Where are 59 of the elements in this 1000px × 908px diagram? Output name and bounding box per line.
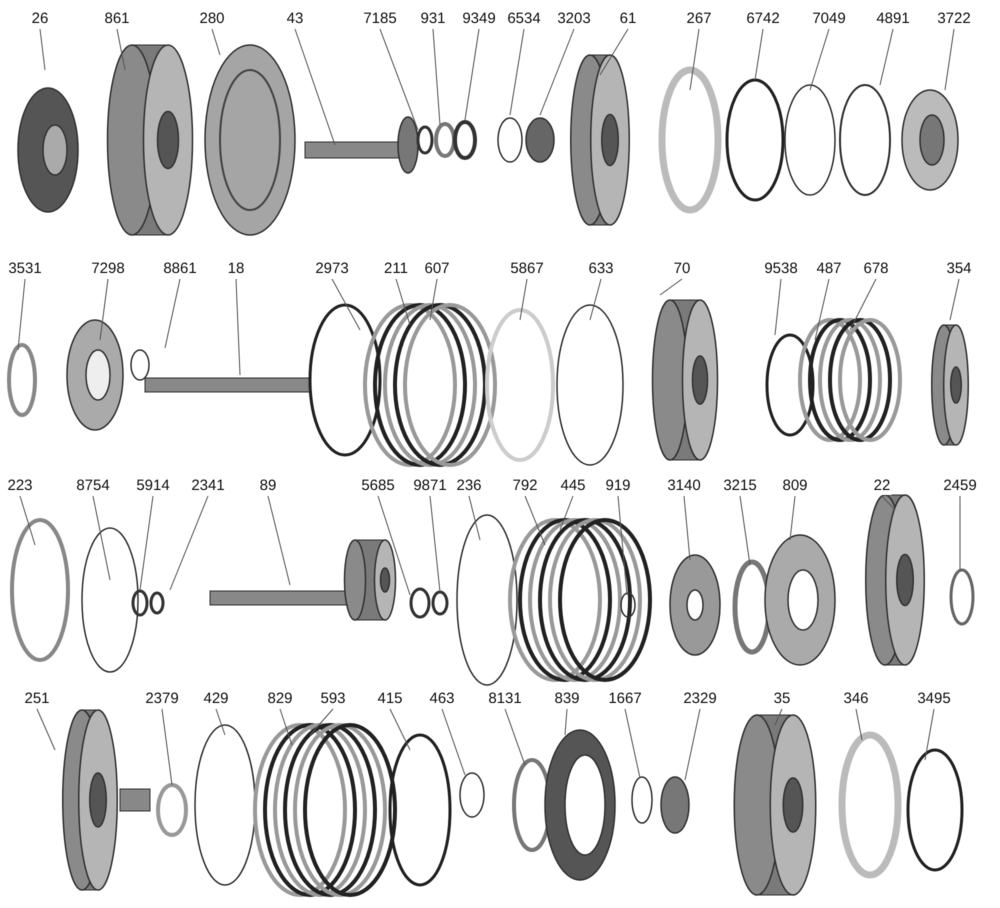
leader-line <box>294 28 336 146</box>
leader-line <box>396 278 410 326</box>
leader-line <box>332 278 360 330</box>
leader-line <box>684 496 690 560</box>
leader-line <box>856 708 862 740</box>
leader-line <box>754 28 764 80</box>
leader-line <box>690 28 700 90</box>
leader-line <box>432 28 440 126</box>
leader-line <box>774 708 782 726</box>
leader-line <box>100 278 108 340</box>
leader-line <box>236 278 240 376</box>
leader-line <box>510 28 524 116</box>
leader-line <box>162 708 172 786</box>
leader-line <box>268 496 290 586</box>
leader-line <box>310 708 334 736</box>
leader-line <box>92 496 110 580</box>
leader-line <box>774 278 782 336</box>
leader-line <box>468 496 480 540</box>
leader-line <box>212 28 220 56</box>
leader-line <box>40 28 46 70</box>
leader-line <box>378 496 410 596</box>
leader-line <box>390 708 410 750</box>
leader-line <box>740 496 750 566</box>
leader-line <box>810 28 830 90</box>
leader-line <box>564 708 568 736</box>
leader-line <box>280 708 292 746</box>
leader-line <box>164 278 180 348</box>
leader-line <box>684 708 700 780</box>
leader-line <box>944 28 954 90</box>
leader-line <box>430 278 438 320</box>
leader-line <box>524 496 546 546</box>
leader-line <box>618 496 628 596</box>
leader-line <box>464 28 480 120</box>
callout-number: 22 <box>872 477 892 495</box>
leader-line <box>504 708 526 766</box>
leader-line <box>430 496 440 592</box>
leader-line <box>950 278 960 320</box>
leader-line <box>442 708 466 776</box>
leader-line <box>540 28 574 116</box>
leader-line <box>560 496 574 530</box>
leader-line <box>520 278 528 320</box>
leader-line <box>624 708 640 778</box>
leader-line <box>600 28 628 76</box>
leader-line <box>924 708 934 760</box>
leader-line <box>790 496 796 540</box>
leader-line <box>36 708 56 750</box>
leader-line <box>116 28 126 70</box>
leader-line <box>882 496 896 510</box>
leader-line <box>216 708 226 736</box>
leader-line <box>660 278 682 296</box>
leader-line <box>850 278 876 330</box>
leader-line <box>20 496 36 546</box>
leader-line <box>380 28 418 130</box>
leader-line <box>814 278 830 340</box>
leader-line <box>880 28 894 86</box>
leader-line <box>18 278 26 350</box>
leader-line <box>590 278 602 320</box>
leader-line <box>140 496 154 590</box>
leader-line <box>170 496 208 590</box>
